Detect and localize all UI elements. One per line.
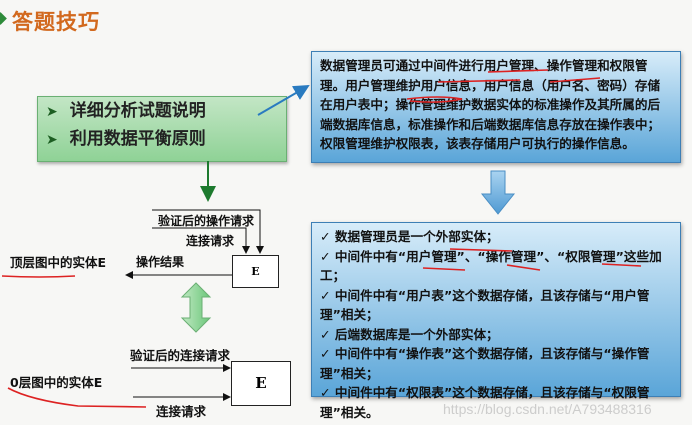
conclusion-item: ✓ 后端数据库是一个外部实体； xyxy=(320,326,499,342)
tips-box: ➤ 详细分析试题说明 ➤ 利用数据平衡原则 xyxy=(37,96,287,162)
flow-label: 连接请求 xyxy=(156,404,207,419)
entity-e-level0: E xyxy=(231,361,291,406)
level0-diagram-caption: 0层图中的实体E xyxy=(10,375,103,390)
entity-e-top: E xyxy=(232,255,279,288)
conclusion-item: ✓ 中间件中有“用户管理”、“操作管理”、“权限管理”这些加工； xyxy=(320,248,662,284)
arrow-bullet-icon: ➤ xyxy=(46,132,58,148)
flow-label: 操作结果 xyxy=(136,255,185,269)
top-diagram-caption: 顶层图中的实体E xyxy=(10,255,107,270)
description-text: 数据管理员可通过中间件进行用户管理、操作管理和权限管理。用户管理维护用户信息，用… xyxy=(320,58,661,151)
tip-item: ➤ 利用数据平衡原则 xyxy=(38,125,286,153)
conclusion-box: ✓ 数据管理员是一个外部实体； ✓ 中间件中有“用户管理”、“操作管理”、“权限… xyxy=(311,222,681,420)
flow-label: 验证后的操作请求 xyxy=(158,214,255,228)
tip-item: ➤ 详细分析试题说明 xyxy=(38,97,286,125)
conclusion-item: ✓ 数据管理员是一个外部实体； xyxy=(320,229,499,244)
page-title: 答题技巧 xyxy=(12,10,100,34)
description-box: 数据管理员可通过中间件进行用户管理、操作管理和权限管理。用户管理维护用户信息，用… xyxy=(311,51,681,163)
conclusion-item: ✓ 中间件中有“用户表”这个数据存储，且该存储与“用户管理”相关； xyxy=(320,287,650,323)
conclusion-item: ✓ 中间件中有“操作表”这个数据存储，且该存储与“操作管理”相关； xyxy=(320,346,650,381)
tip-label: 详细分析试题说明 xyxy=(69,101,206,121)
watermark: https://blog.csdn.net/A793488316 xyxy=(443,401,652,417)
flow-label: 连接请求 xyxy=(186,234,235,248)
flow-label: 验证后的连接请求 xyxy=(130,348,231,363)
arrow-bullet-icon: ➤ xyxy=(46,104,58,120)
conclusion-item: ✓ 中间件中有“权限表”这个数据存储，且该存储与“权限管理”相关。 xyxy=(320,385,650,420)
tip-label: 利用数据平衡原则 xyxy=(69,129,206,149)
